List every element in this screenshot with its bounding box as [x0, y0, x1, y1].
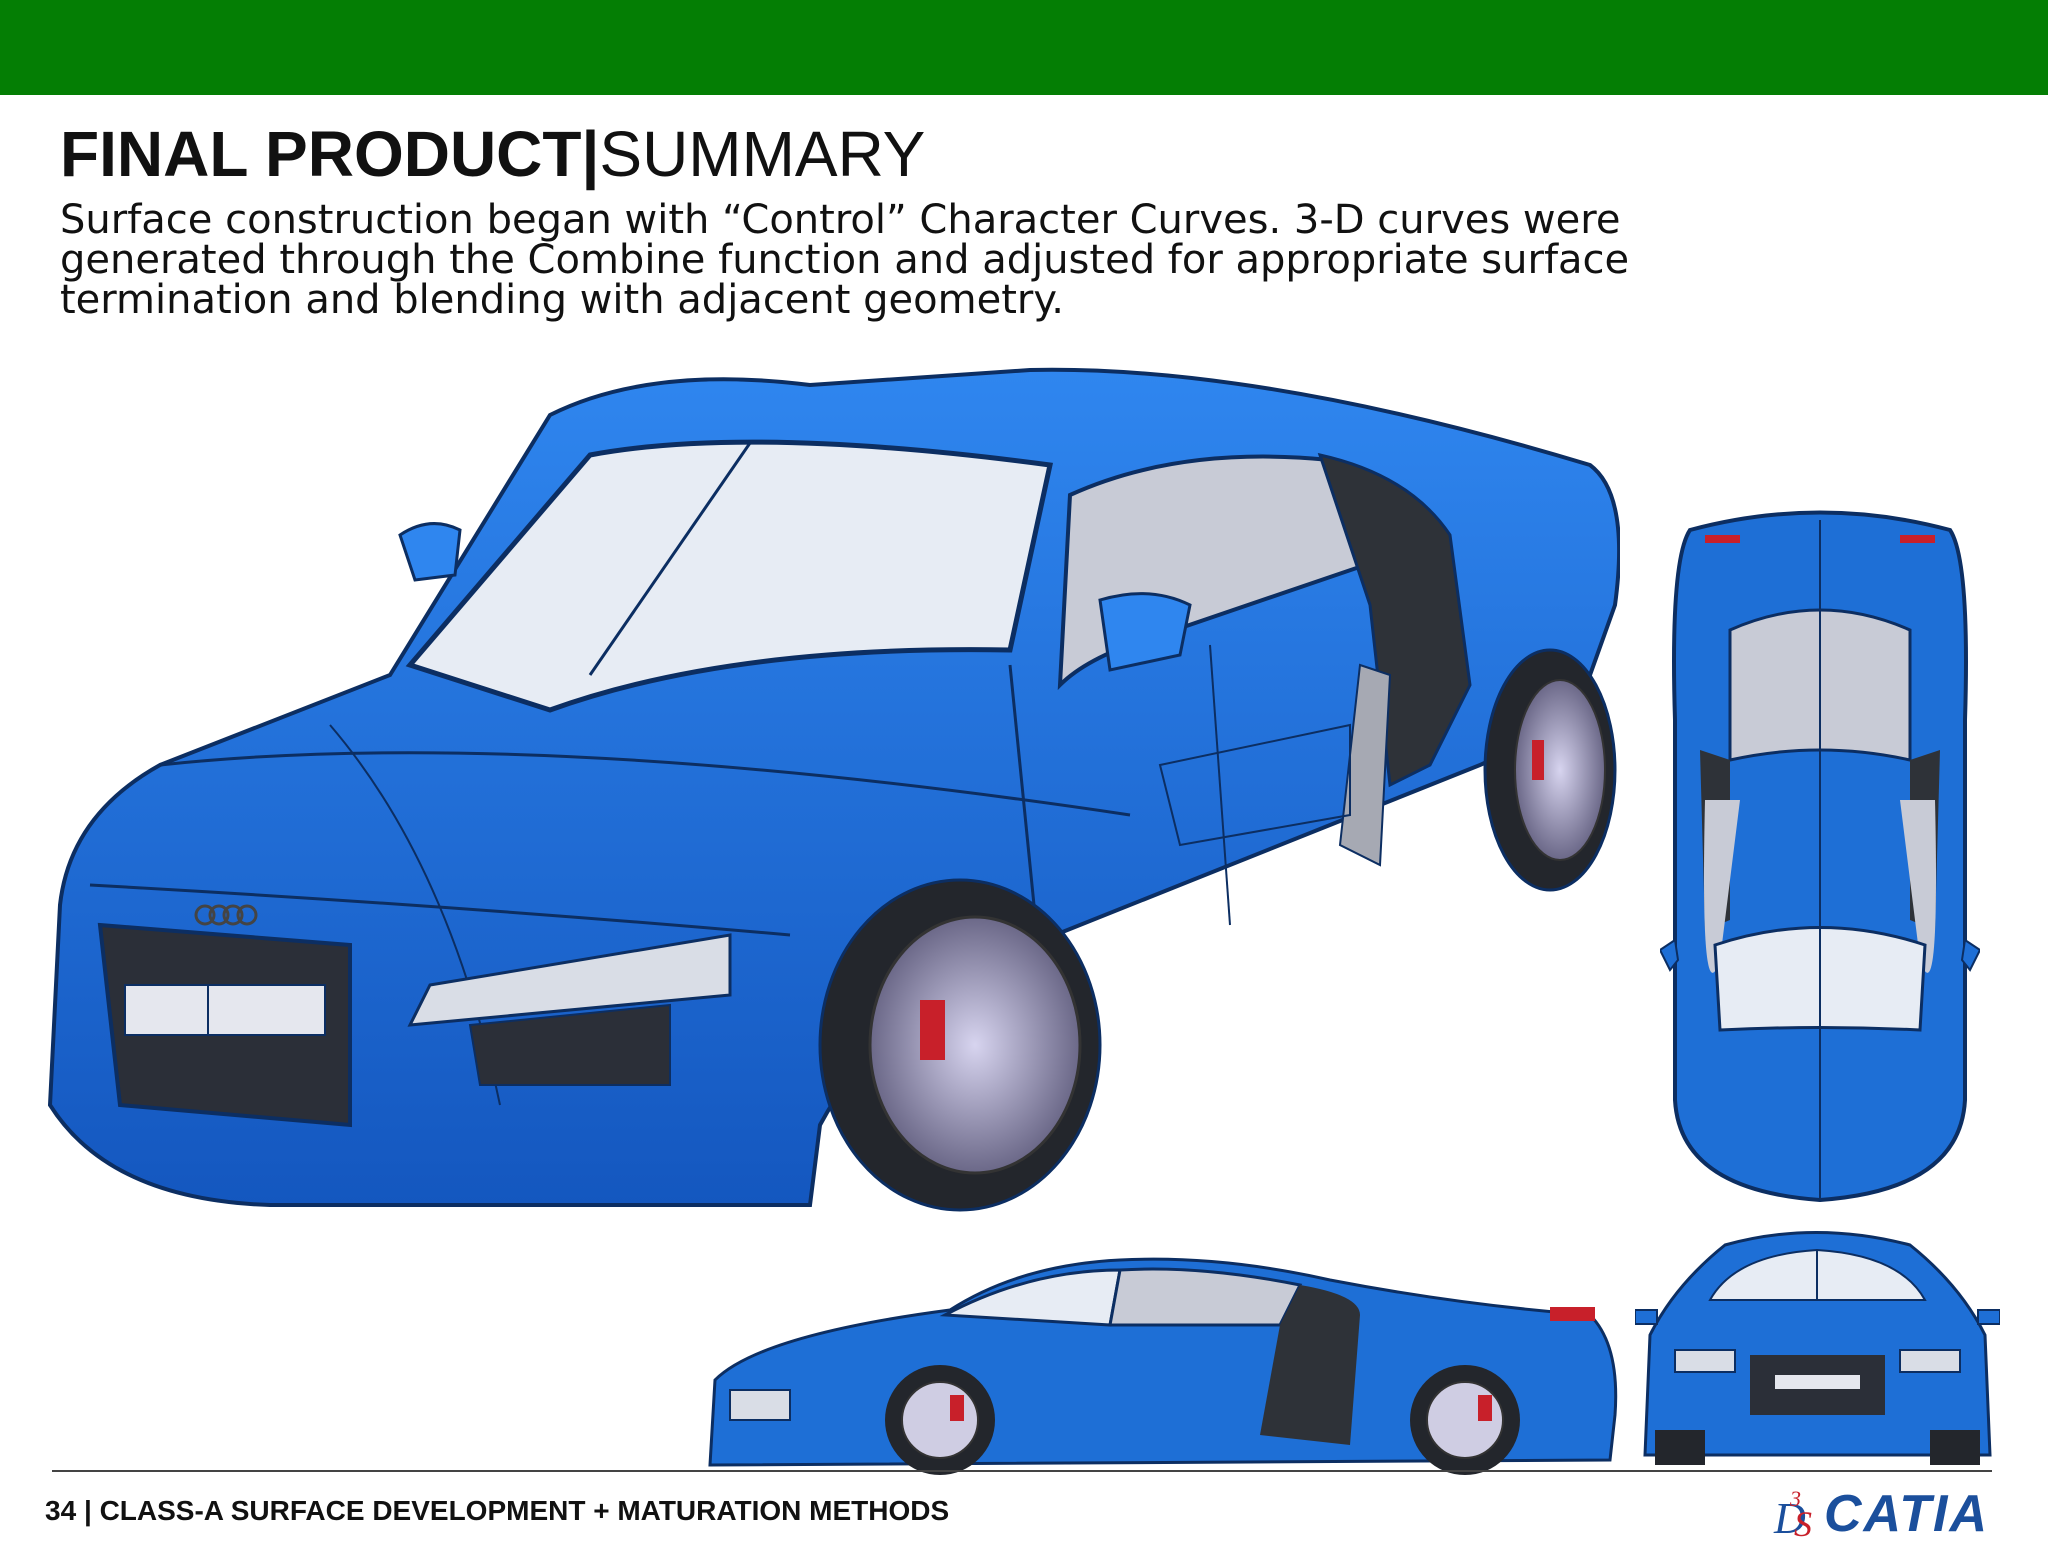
catia-logo-text: CATIA — [1824, 1485, 1990, 1543]
ds-logo-icon: D S 3 — [1773, 1486, 1812, 1544]
footer-section-title: CLASS-A SURFACE DEVELOPMENT + MATURATION… — [99, 1495, 950, 1526]
footer-divider — [52, 1470, 1992, 1472]
car-side-view — [708, 1257, 1618, 1475]
footer-separator: | — [83, 1495, 92, 1526]
svg-text:3: 3 — [1789, 1486, 1801, 1511]
header-bar — [0, 0, 2048, 95]
page-title: FINAL PRODUCT|SUMMARY — [60, 116, 925, 192]
title-bold: FINAL PRODUCT — [60, 118, 582, 190]
summary-paragraph: Surface construction began with “Control… — [60, 197, 1630, 323]
page-number: 34 — [45, 1495, 77, 1526]
car-perspective-render — [47, 367, 1620, 1212]
title-light: SUMMARY — [599, 118, 926, 190]
title-separator: | — [581, 118, 600, 190]
car-top-view — [1660, 510, 1980, 1203]
footer-label: 34 | CLASS-A SURFACE DEVELOPMENT + MATUR… — [45, 1495, 949, 1527]
svg-text:D: D — [1773, 1494, 1806, 1543]
catia-logo: D S 3 CATIA — [1768, 1478, 1998, 1548]
svg-text:S: S — [1794, 1504, 1812, 1544]
car-front-view — [1635, 1231, 2000, 1465]
